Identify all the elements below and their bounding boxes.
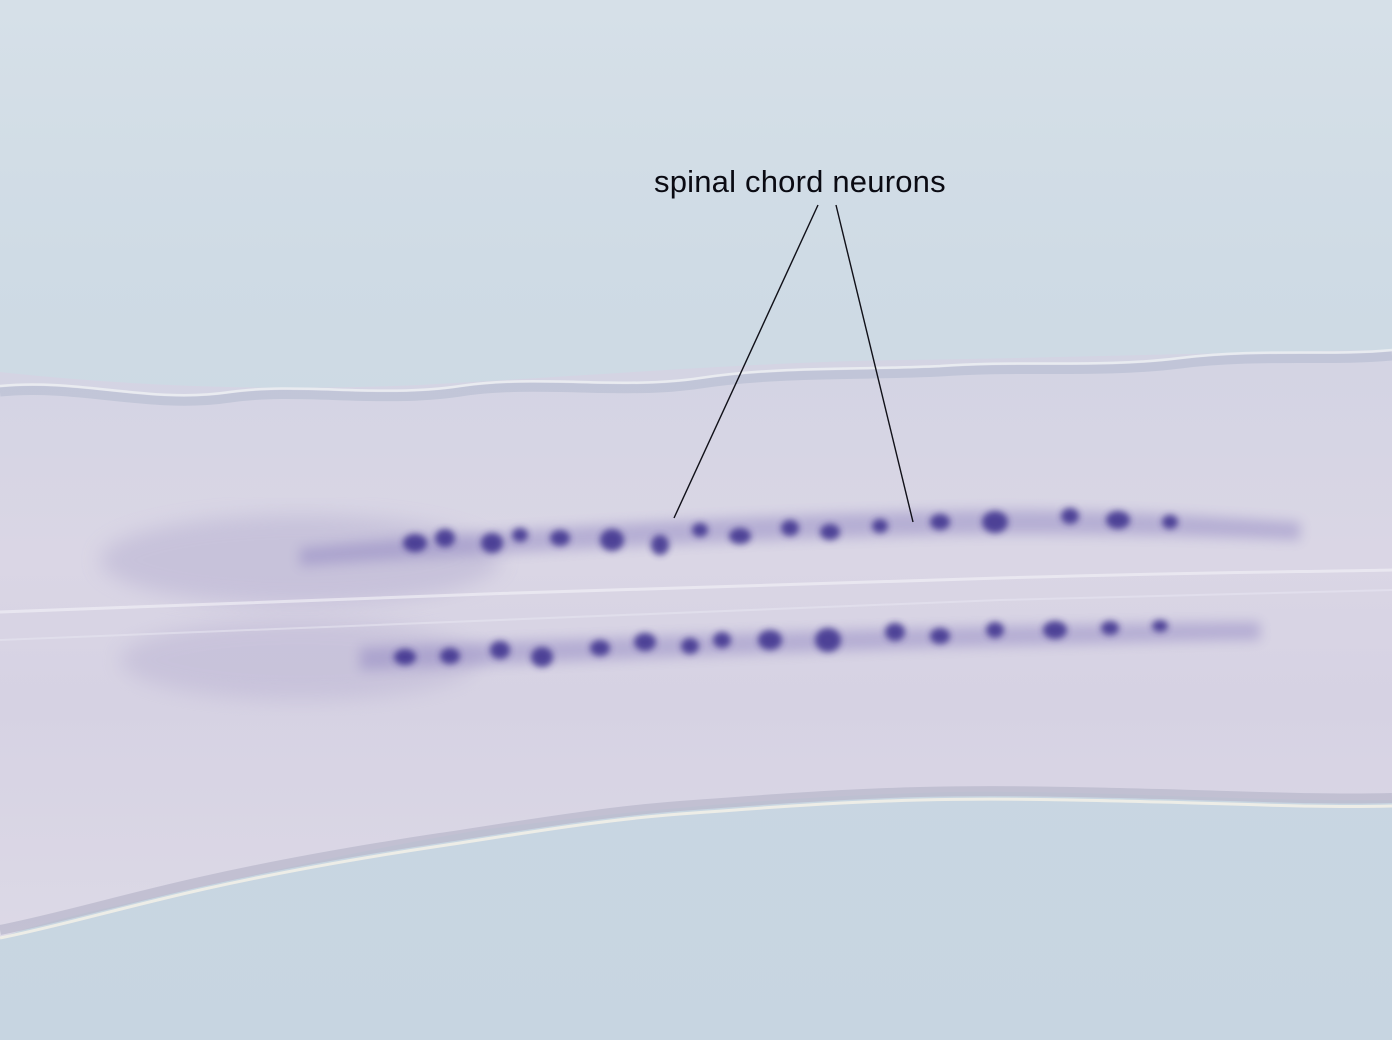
ventral-neuron-row bbox=[394, 620, 1168, 667]
dorsal-edge bbox=[0, 351, 1392, 406]
pointer-line-left bbox=[673, 204, 819, 519]
pointer-line-right bbox=[835, 204, 914, 523]
ventral-edge bbox=[0, 786, 1392, 935]
dorsal-neuron-row bbox=[403, 508, 1178, 555]
annotation-label: spinal chord neurons bbox=[654, 164, 946, 199]
